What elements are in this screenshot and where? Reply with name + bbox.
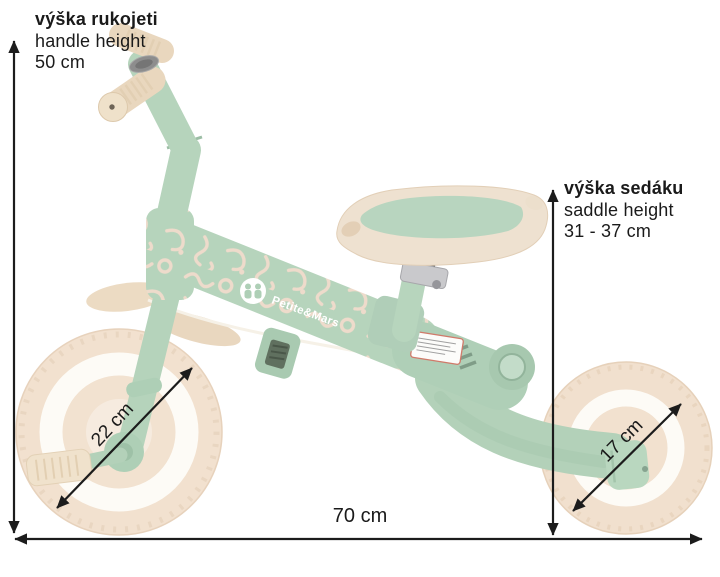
rear-body xyxy=(392,322,535,410)
handlebar-grips xyxy=(98,23,174,122)
handle-height-value: 50 cm xyxy=(35,52,86,72)
saddle-height-label-cs: výška sedáku xyxy=(564,178,684,198)
saddle xyxy=(336,185,549,266)
front-wheel-arrow xyxy=(56,367,193,509)
rear-wheel-arrow xyxy=(572,403,682,512)
saddle-height-value: 31 - 37 cm xyxy=(564,221,652,241)
seat-assembly xyxy=(336,185,549,353)
handle-height-label-en: handle height xyxy=(35,30,146,51)
head-tube xyxy=(146,208,194,300)
saddle-height-label: výška sedáku saddle height 31 - 37 cm xyxy=(564,178,684,243)
handle-height-label-cs: výška rukojeti xyxy=(35,9,158,29)
stem-lower xyxy=(157,135,201,228)
overall-length-value: 70 cm xyxy=(332,505,388,527)
footrest-bracket xyxy=(254,327,301,379)
saddle-height-label-en: saddle height xyxy=(564,199,674,220)
handle-height-label: výška rukojeti handle height 50 cm xyxy=(35,9,158,74)
dimension-arrows xyxy=(8,40,703,545)
